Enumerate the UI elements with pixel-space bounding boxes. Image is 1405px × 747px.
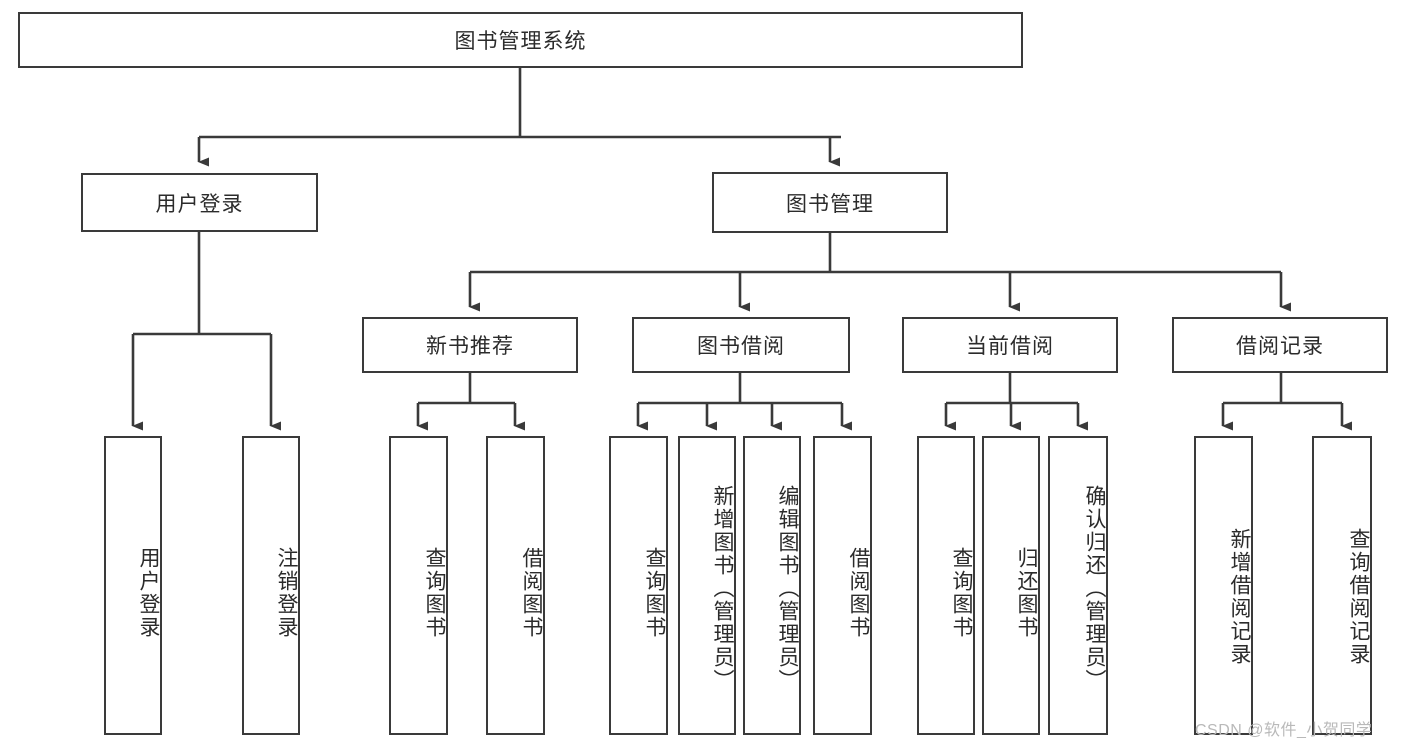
leaf-label: 确认归还（管理员） [1083,485,1106,692]
leaf-label: 借阅图书 [520,546,543,639]
leaf-label: 查询借阅记录 [1347,527,1370,666]
leaf-label: 借阅图书 [847,546,870,639]
leaf-label: 注销登录 [275,546,298,639]
node-book-management[interactable]: 图书管理 [712,172,948,233]
node-label: 图书管理系统 [454,30,587,53]
leaf-query-borrow-record[interactable]: 查询借阅记录 [1312,436,1372,735]
leaf-query-book-1[interactable]: 查询图书 [389,436,448,735]
node-label: 借阅记录 [1236,335,1324,358]
leaf-borrow-book-2[interactable]: 借阅图书 [813,436,872,735]
node-user-login[interactable]: 用户登录 [81,173,318,232]
node-label: 图书借阅 [697,335,785,358]
leaf-edit-book-admin[interactable]: 编辑图书（管理员） [743,436,801,735]
leaf-label: 归还图书 [1015,546,1038,639]
leaf-add-borrow-record[interactable]: 新增借阅记录 [1194,436,1253,735]
node-label: 用户登录 [155,192,244,216]
leaf-label: 查询图书 [423,546,446,639]
leaf-user-login[interactable]: 用户登录 [104,436,162,735]
node-label: 图书管理 [786,192,874,216]
leaf-return-book[interactable]: 归还图书 [982,436,1040,735]
node-label: 当前借阅 [966,335,1054,358]
leaf-label: 新增图书（管理员） [711,485,734,692]
leaf-label: 新增借阅记录 [1228,527,1251,666]
leaf-query-book-2[interactable]: 查询图书 [609,436,668,735]
leaf-confirm-return-admin[interactable]: 确认归还（管理员） [1048,436,1108,735]
leaf-label: 查询图书 [950,546,973,639]
leaf-add-book-admin[interactable]: 新增图书（管理员） [678,436,736,735]
node-book-management-system[interactable]: 图书管理系统 [18,12,1023,68]
leaf-query-book-3[interactable]: 查询图书 [917,436,975,735]
node-label: 新书推荐 [426,335,514,358]
leaf-label: 查询图书 [643,546,666,639]
node-borrow-record[interactable]: 借阅记录 [1172,317,1388,373]
leaf-label: 用户登录 [137,546,160,639]
leaf-logout[interactable]: 注销登录 [242,436,300,735]
node-current-borrow[interactable]: 当前借阅 [902,317,1118,373]
leaf-borrow-book-1[interactable]: 借阅图书 [486,436,545,735]
leaf-label: 编辑图书（管理员） [776,485,799,692]
node-book-borrow[interactable]: 图书借阅 [632,317,850,373]
node-new-book-recommend[interactable]: 新书推荐 [362,317,578,373]
